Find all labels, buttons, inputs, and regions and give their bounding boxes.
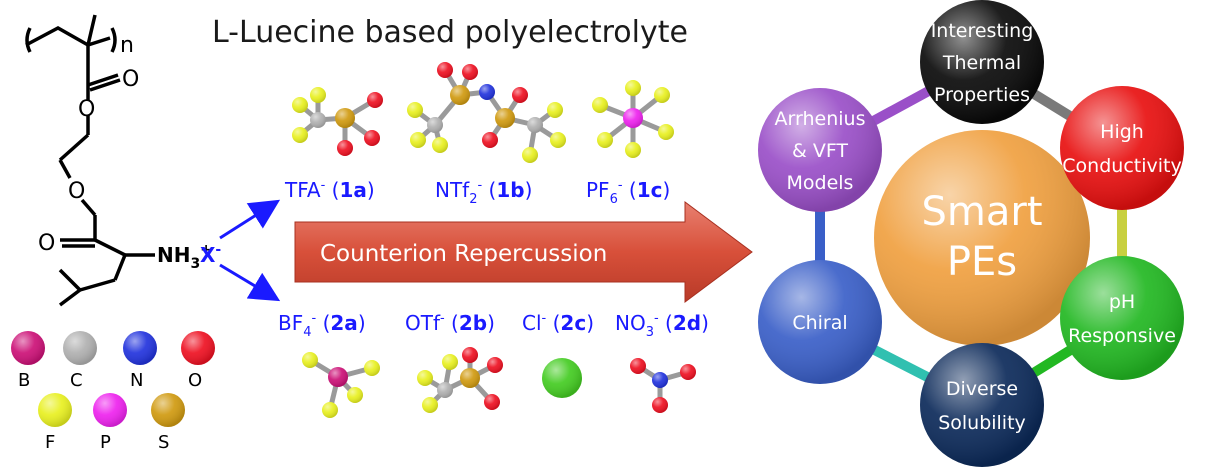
anion-label-bottom-0: BF4- (2a) <box>278 311 366 340</box>
tfa-molecule <box>292 87 383 156</box>
property-label-2-1: Responsive <box>1068 325 1176 347</box>
legend-label: S <box>158 432 169 453</box>
legend-item-p: P <box>93 393 127 453</box>
legend-label: F <box>45 432 55 453</box>
anion-label-bottom-2: Cl- (2c) <box>522 311 594 335</box>
property-circle-4: Chiral <box>758 260 882 384</box>
property-label-4-0: Chiral <box>792 312 847 334</box>
diagram-title: L-Luecine based polyelectrolyte <box>212 15 688 50</box>
svg-text:NTf2- (1b): NTf2- (1b) <box>435 178 532 207</box>
property-label-0-2: Properties <box>934 84 1030 106</box>
property-label-0-1: Thermal <box>942 52 1021 74</box>
counterion-arrow-label: Counterion Repercussion <box>320 241 607 267</box>
counterion-arrow: Counterion Repercussion <box>294 201 753 303</box>
legend-label: C <box>70 370 83 391</box>
center-title-line2: PEs <box>947 239 1017 285</box>
property-circle-5: Arrhenius & VFT Models <box>758 88 882 212</box>
svg-text:NO3- (2d): NO3- (2d) <box>615 311 709 340</box>
property-label-3-0: Diverse <box>946 378 1018 400</box>
svg-text:Cl- (2c): Cl- (2c) <box>522 311 594 335</box>
center-title-line1: Smart <box>922 189 1043 235</box>
property-circles: InterestingThermalPropertiesHighConducti… <box>758 0 1184 467</box>
property-label-1-1: Conductivity <box>1062 155 1181 177</box>
property-label-5-1: & VFT <box>792 140 848 162</box>
ester-oxygen-2: O <box>68 179 85 204</box>
bf4-molecule <box>302 352 380 418</box>
svg-text:PF6- (1c): PF6- (1c) <box>586 178 670 207</box>
property-label-2-0: pH <box>1109 291 1135 313</box>
otf-molecule <box>417 347 503 413</box>
legend-label: B <box>18 370 30 391</box>
anion-molecule-models <box>292 62 696 418</box>
property-label-0-0: Interesting <box>931 20 1034 42</box>
svg-text:OTf- (2b): OTf- (2b) <box>405 311 495 335</box>
cl-molecule <box>542 358 582 398</box>
legend-label: N <box>130 370 143 391</box>
legend-item-o: O <box>181 331 215 391</box>
anion-label-top-1: NTf2- (1b) <box>435 178 532 207</box>
svg-text:TFA- (1a): TFA- (1a) <box>284 178 375 202</box>
ammonium-label: NH3+ <box>157 242 212 272</box>
carbonyl-oxygen-2: O <box>38 231 55 256</box>
anion-label-bottom-1: OTf- (2b) <box>405 311 495 335</box>
anion-label-top-2: PF6- (1c) <box>586 178 670 207</box>
carbonyl-oxygen-1: O <box>122 67 139 92</box>
pf6-molecule <box>592 80 674 158</box>
branch-arrow-top <box>219 199 281 240</box>
ntf2-molecule <box>407 62 566 163</box>
property-label-5-2: Models <box>787 172 854 194</box>
legend-item-s: S <box>151 393 185 453</box>
center-circle: Smart PEs <box>874 130 1090 346</box>
property-label-3-1: Solubility <box>938 412 1026 434</box>
ester-oxygen-1: O <box>78 97 95 122</box>
legend-item-b: B <box>11 331 45 391</box>
property-circle-2: pH Responsive <box>1060 256 1184 380</box>
element-legend: B C N O F P S <box>11 331 215 453</box>
anion-label-bottom-3: NO3- (2d) <box>615 311 709 340</box>
counterion-label: X- <box>200 242 221 267</box>
property-label-1-0: High <box>1100 121 1144 143</box>
branch-arrow-bottom <box>219 263 281 302</box>
legend-item-f: F <box>38 393 72 453</box>
legend-item-c: C <box>63 331 97 391</box>
property-label-5-0: Arrhenius <box>775 108 866 130</box>
legend-label: O <box>188 370 202 391</box>
repeat-unit-label: n <box>120 33 134 58</box>
svg-text:BF4- (2a): BF4- (2a) <box>278 311 366 340</box>
no3-molecule <box>630 358 696 413</box>
anion-label-top-0: TFA- (1a) <box>284 178 375 202</box>
legend-item-n: N <box>123 331 157 391</box>
legend-label: P <box>100 432 111 453</box>
monomer-structure <box>25 14 155 307</box>
